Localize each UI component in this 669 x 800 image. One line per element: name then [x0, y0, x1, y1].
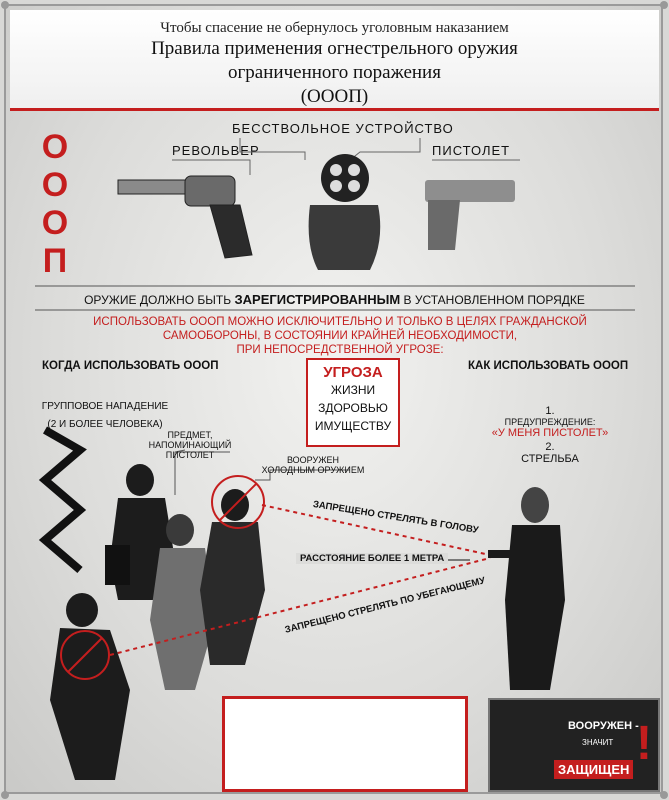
armed-badge: ВООРУЖЕН - ЗНАЧИТ ЗАЩИЩЕН !	[488, 698, 660, 792]
step-label: ПРЕДУПРЕЖДЕНИЕ:	[504, 417, 596, 427]
step-label: СТРЕЛЬБА	[521, 453, 579, 465]
registration-rule: ОРУЖИЕ ДОЛЖНО БЫТЬ ЗАРЕГИСТРИРОВАННЫМ В …	[0, 292, 669, 307]
callout-line	[239, 138, 306, 160]
barrelless-device-icon	[308, 154, 381, 270]
registration-text-before: ОРУЖИЕ ДОЛЖНО БЫТЬ	[84, 293, 235, 307]
label-revolver: РЕВОЛЬВЕР	[172, 143, 260, 158]
callout-pistol-like: ПРЕДМЕТ, НАПОМИНАЮЩИЙ ПИСТОЛЕТ	[135, 430, 245, 460]
how-steps: 1. ПРЕДУПРЕЖДЕНИЕ: «У МЕНЯ ПИСТОЛЕТ» 2. …	[470, 405, 630, 465]
pistol-icon	[425, 180, 515, 250]
header-title-line1: Правила применения огнестрельного оружия	[151, 38, 518, 59]
callout-line	[172, 159, 251, 175]
registration-emphasis: ЗАРЕГИСТРИРОВАННЫМ	[234, 292, 401, 307]
armed-line3: ЗАЩИЩЕН	[554, 760, 634, 779]
step-quote: «У МЕНЯ ПИСТОЛЕТ»	[491, 427, 609, 439]
threat-item: ЖИЗНИ	[330, 383, 376, 397]
vertical-letter: П	[42, 242, 68, 280]
rivet-icon	[660, 1, 668, 9]
group-attack-line: ГРУППОВОЕ НАПАДЕНИЕ	[41, 401, 169, 412]
prohibited-zones-box	[222, 696, 468, 792]
rivet-icon	[660, 791, 668, 799]
armed-line1: ВООРУЖЕН -	[568, 720, 639, 732]
use-rule-line: ИСПОЛЬЗОВАТЬ ОООП МОЖНО ИСКЛЮЧИТЕЛЬНО И …	[93, 316, 587, 328]
callout-text: НАПОМИНАЮЩИЙ ПИСТОЛЕТ	[148, 440, 232, 460]
callout-text: ПРЕДМЕТ,	[167, 430, 213, 440]
defender-silhouette	[488, 487, 565, 690]
threat-box: УГРОЗА ЖИЗНИ ЗДОРОВЬЮ ИМУЩЕСТВУ	[306, 358, 400, 447]
callout-cold-weapon: ВООРУЖЕН ХОЛОДНЫМ ОРУЖИЕМ	[258, 455, 368, 475]
group-attack-line: (2 И БОЛЕЕ ЧЕЛОВЕКА)	[47, 419, 163, 430]
armed-line2: ЗНАЧИТ	[582, 738, 614, 747]
use-rule-line: САМООБОРОНЫ, В СОСТОЯНИИ КРАЙНЕЙ НЕОБХОД…	[162, 330, 518, 342]
vertical-abbreviation: О О О П	[40, 128, 70, 280]
threat-title: УГРОЗА	[323, 364, 383, 381]
poster-header: Чтобы спасение не обернулось уголовным н…	[10, 10, 659, 110]
attacker-silhouettes	[50, 464, 265, 780]
vertical-letter: О	[41, 166, 69, 204]
use-rule: ИСПОЛЬЗОВАТЬ ОООП МОЖНО ИСКЛЮЧИТЕЛЬНО И …	[90, 315, 590, 357]
when-heading: КОГДА ИСПОЛЬЗОВАТЬ ОООП	[42, 360, 219, 372]
header-divider	[10, 108, 659, 111]
use-rule-line: ПРИ НЕПОСРЕДСТВЕННОЙ УГРОЗЕ:	[236, 344, 444, 356]
label-barrelless: БЕССТВОЛЬНОЕ УСТРОЙСТВО	[232, 121, 454, 136]
callout-text: ХОЛОДНЫМ ОРУЖИЕМ	[261, 465, 365, 475]
no-head-target-icon	[211, 475, 265, 529]
no-running-target-icon	[60, 630, 110, 680]
vertical-letter: О	[41, 128, 69, 166]
exclamation-mark: !	[636, 717, 652, 770]
revolver-icon	[117, 175, 253, 259]
header-subtitle: Чтобы спасение не обернулось уголовным н…	[160, 20, 509, 36]
how-heading: КАК ИСПОЛЬЗОВАТЬ ОООП	[468, 360, 629, 372]
group-attack-note: ГРУППОВОЕ НАПАДЕНИЕ (2 И БОЛЕЕ ЧЕЛОВЕКА)	[35, 398, 175, 434]
threat-item: ИМУЩЕСТВУ	[314, 419, 392, 433]
step-number: 2.	[545, 441, 555, 453]
callout-text: ВООРУЖЕН	[286, 455, 340, 465]
threat-item: ЗДОРОВЬЮ	[318, 401, 388, 415]
header-title-line2: ограниченного поражения	[228, 62, 441, 83]
step-number: 1.	[545, 405, 555, 417]
label-pistol: ПИСТОЛЕТ	[432, 143, 511, 158]
header-title-line3: (ОООП)	[300, 86, 369, 107]
registration-text-after: В УСТАНОВЛЕННОМ ПОРЯДКЕ	[400, 293, 585, 307]
vertical-letter: О	[41, 204, 69, 242]
callout-line	[255, 469, 350, 481]
rule-distance: РАССТОЯНИЕ БОЛЕЕ 1 МЕТРА	[296, 553, 449, 564]
rivet-icon	[1, 1, 9, 9]
rivet-icon	[1, 791, 9, 799]
lightning-icon	[38, 426, 87, 574]
